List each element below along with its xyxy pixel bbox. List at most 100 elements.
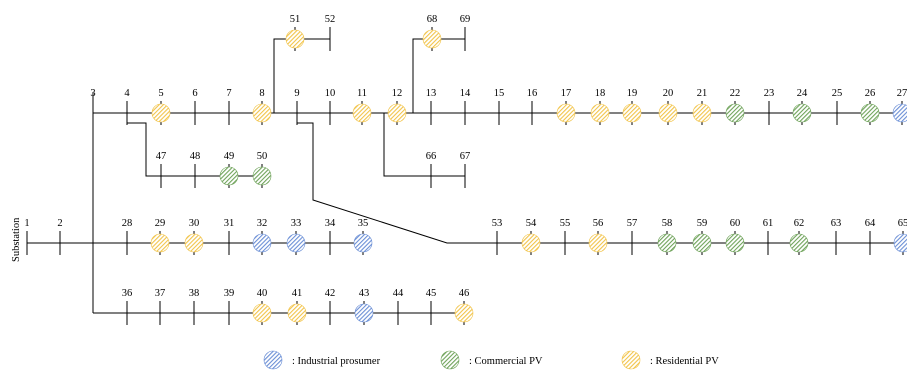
bus-label-19: 19 xyxy=(627,88,638,99)
industrial-der-symbol-43 xyxy=(354,303,374,323)
bus-65: 65 xyxy=(893,218,907,255)
bus-label-9: 9 xyxy=(294,88,299,99)
bus-label-45: 45 xyxy=(426,288,437,299)
industrial-der-symbol-35 xyxy=(353,233,373,253)
bus-label-57: 57 xyxy=(627,218,638,229)
bus-label-41: 41 xyxy=(292,288,303,299)
bus-1: 1 xyxy=(24,218,30,255)
bus-label-10: 10 xyxy=(325,88,336,99)
residential-der-symbol-17 xyxy=(556,103,576,123)
residential-der-symbol-68 xyxy=(422,29,442,49)
bus-label-42: 42 xyxy=(325,288,336,299)
bus-43: 43 xyxy=(354,288,374,325)
bus-21: 21 xyxy=(692,88,712,125)
bus-34: 34 xyxy=(325,218,336,255)
bus-label-4: 4 xyxy=(124,88,130,99)
residential-der-symbol-29 xyxy=(150,233,170,253)
residential-der-symbol-18 xyxy=(590,103,610,123)
bus-label-47: 47 xyxy=(156,151,167,162)
bus-label-66: 66 xyxy=(426,151,437,162)
bus-label-29: 29 xyxy=(155,218,166,229)
bus-2: 2 xyxy=(57,218,63,255)
bus-13: 13 xyxy=(426,88,436,125)
bus-label-26: 26 xyxy=(865,88,876,99)
bus-label-50: 50 xyxy=(257,151,268,162)
bus-19: 19 xyxy=(622,88,642,125)
commercial-der-symbol-24 xyxy=(792,103,812,123)
residential-der-symbol-56 xyxy=(588,233,608,253)
bus-35: 35 xyxy=(353,218,373,255)
residential-der-symbol-54 xyxy=(521,233,541,253)
bus-67: 67 xyxy=(460,151,470,188)
bus-label-32: 32 xyxy=(257,218,268,229)
bus-label-61: 61 xyxy=(763,218,774,229)
bus-label-3: 3 xyxy=(90,88,95,99)
bus-52: 52 xyxy=(325,14,335,51)
bus-label-48: 48 xyxy=(190,151,201,162)
bus-label-17: 17 xyxy=(561,88,572,99)
legend-item-commercial: : Commercial PV xyxy=(440,350,543,370)
bus-18: 18 xyxy=(590,88,610,125)
bus-20: 20 xyxy=(658,88,678,125)
bus-10: 10 xyxy=(325,88,336,125)
bus-label-12: 12 xyxy=(392,88,403,99)
bus-33: 33 xyxy=(286,218,306,255)
substation-label: Substation xyxy=(11,217,22,262)
bus-28: 28 xyxy=(122,218,132,255)
residential-der-symbol-51 xyxy=(285,29,305,49)
residential-der-symbol-12 xyxy=(387,103,407,123)
bus-label-34: 34 xyxy=(325,218,336,229)
feeder-lines xyxy=(27,38,907,314)
bus-label-68: 68 xyxy=(427,14,438,25)
bus-label-7: 7 xyxy=(226,88,231,99)
bus-label-60: 60 xyxy=(730,218,741,229)
bus-label-36: 36 xyxy=(122,288,133,299)
bus-label-62: 62 xyxy=(794,218,805,229)
bus-label-55: 55 xyxy=(560,218,571,229)
bus-label-46: 46 xyxy=(459,288,470,299)
bus-8: 8 xyxy=(252,88,272,125)
bus-51: 51 xyxy=(285,14,305,51)
bus-23: 23 xyxy=(764,88,774,125)
bus-12: 12 xyxy=(387,88,407,125)
bus-5: 5 xyxy=(151,88,171,125)
bus-label-8: 8 xyxy=(259,88,264,99)
bus-44: 44 xyxy=(393,288,404,325)
residential-der-symbol-41 xyxy=(287,303,307,323)
industrial-der-symbol-33 xyxy=(286,233,306,253)
residential-der-symbol-30 xyxy=(184,233,204,253)
bus-36: 36 xyxy=(122,288,133,325)
industrial-der-symbol-65 xyxy=(893,233,907,253)
bus-label-59: 59 xyxy=(697,218,708,229)
bus-label-16: 16 xyxy=(527,88,538,99)
industrial-prosumer-symbol xyxy=(263,350,283,370)
bus-label-14: 14 xyxy=(460,88,471,99)
bus-label-35: 35 xyxy=(358,218,369,229)
bus-label-58: 58 xyxy=(662,218,673,229)
bus-32: 32 xyxy=(252,218,272,255)
bus-label-33: 33 xyxy=(291,218,302,229)
bus-59: 59 xyxy=(692,218,712,255)
bus-label-21: 21 xyxy=(697,88,708,99)
bus-label-15: 15 xyxy=(494,88,505,99)
bus-6: 6 xyxy=(192,88,198,125)
legend-label-residential: : Residential PV xyxy=(650,356,719,367)
bus-25: 25 xyxy=(832,88,843,125)
industrial-der-symbol-27 xyxy=(892,103,907,123)
bus-27: 27 xyxy=(892,88,907,125)
bus-69: 69 xyxy=(460,14,470,51)
bus-63: 63 xyxy=(831,218,841,255)
bus-60: 60 xyxy=(725,218,745,255)
legend-label-commercial: : Commercial PV xyxy=(469,356,543,367)
bus-40: 40 xyxy=(252,288,272,325)
bus-label-5: 5 xyxy=(158,88,163,99)
bus-56: 56 xyxy=(588,218,608,255)
bus-label-2: 2 xyxy=(57,218,62,229)
residential-der-symbol-11 xyxy=(352,103,372,123)
residential-der-symbol-40 xyxy=(252,303,272,323)
line-8-52 xyxy=(262,38,330,114)
bus-label-53: 53 xyxy=(492,218,503,229)
bus-54: 54 xyxy=(521,218,541,255)
bus-label-25: 25 xyxy=(832,88,843,99)
